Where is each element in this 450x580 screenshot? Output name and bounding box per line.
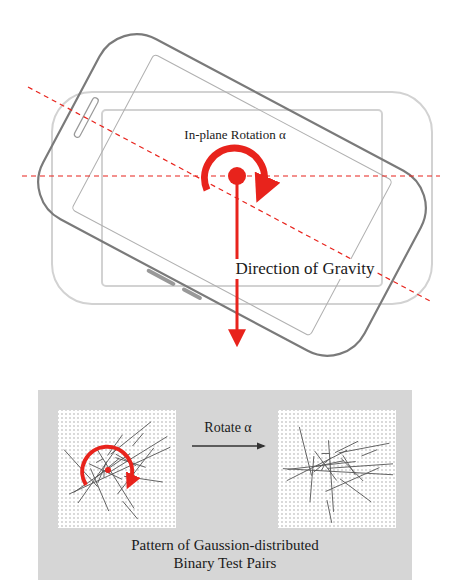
phone-original	[52, 92, 432, 304]
panel	[38, 390, 412, 580]
test-pair	[287, 450, 347, 481]
test-pair	[339, 443, 390, 453]
test-pair	[322, 453, 330, 454]
test-pair	[96, 459, 103, 463]
test-pair	[321, 466, 324, 471]
phone-rotated	[21, 19, 441, 375]
test-pair	[328, 464, 393, 468]
test-pair	[103, 472, 104, 478]
test-pair	[69, 447, 170, 494]
test-pair	[132, 433, 143, 446]
annotation-label: In-plane Rotation α	[182, 127, 287, 143]
test-pair	[310, 456, 314, 502]
test-pair	[299, 427, 311, 476]
test-pair	[91, 468, 109, 511]
test-pairs	[64, 422, 170, 519]
test-pair	[327, 500, 332, 523]
test-pair	[340, 479, 371, 502]
annotation-label: Direction of Gravity	[234, 259, 377, 279]
test-pairs-rotated	[283, 427, 393, 523]
test-pair	[328, 440, 333, 512]
rotate-arrow	[192, 445, 264, 446]
caption: Pattern of Gaussion-distributed Binary T…	[118, 536, 333, 572]
phone-axis	[28, 87, 432, 302]
patch-left	[58, 410, 176, 528]
annotation-label: Rotate α	[202, 420, 253, 437]
gravity-arrow	[236, 176, 239, 340]
patch-center	[105, 467, 111, 473]
test-pair	[361, 450, 377, 456]
patch-right	[278, 410, 396, 528]
test-pair	[283, 469, 393, 475]
test-pair	[123, 501, 138, 519]
rotation-center	[228, 167, 246, 185]
patch-rotation-arrow	[82, 447, 132, 485]
rotation-arrow	[204, 148, 264, 190]
